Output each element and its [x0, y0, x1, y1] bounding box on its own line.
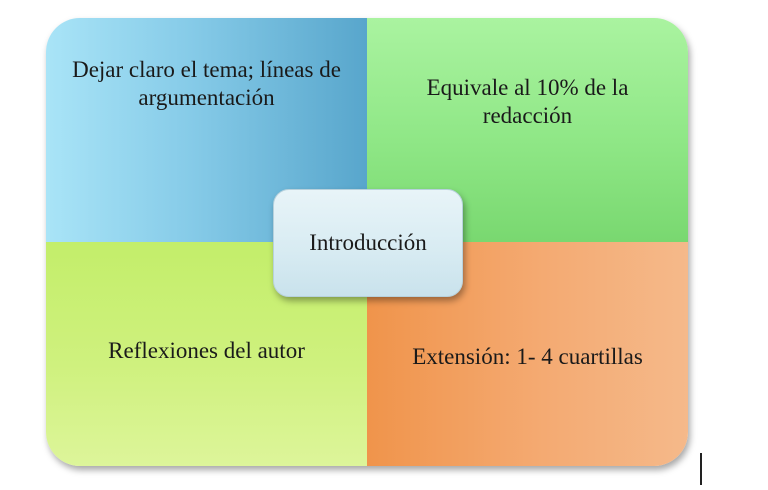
quadrant-bottom-left-text: Reflexiones del autor [108, 337, 305, 363]
quadrant-bottom-right-text: Extensión: 1- 4 cuartillas [412, 343, 643, 369]
center-topic-text: Introducción [309, 230, 427, 255]
quadrant-top-left-text: Dejar claro el tema; líneas de argumenta… [72, 57, 341, 111]
center-topic-box: Introducción [273, 189, 463, 297]
quadrant-top-left: Dejar claro el tema; líneas de argumenta… [46, 18, 367, 242]
text-cursor [700, 453, 702, 485]
quadrant-top-right-text: Equivale al 10% de la redacción [426, 75, 629, 129]
